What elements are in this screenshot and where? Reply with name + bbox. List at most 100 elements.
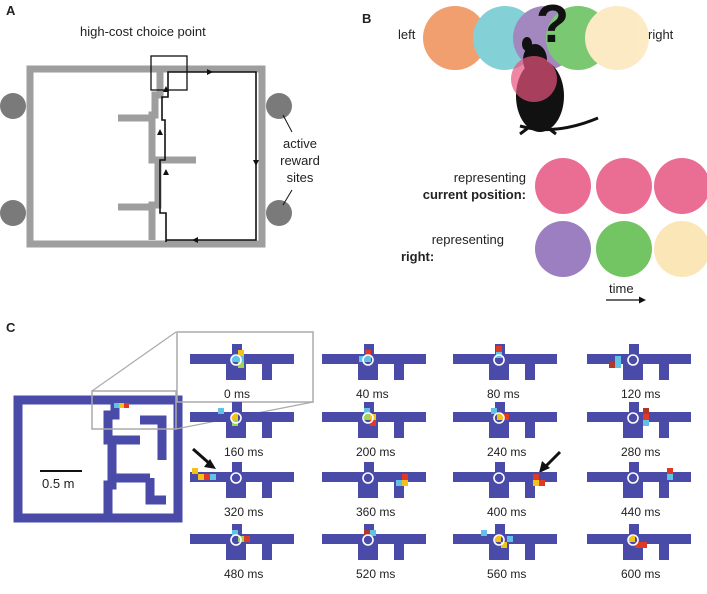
frame-track (587, 472, 691, 498)
overview-stub-2 (112, 473, 166, 505)
reward-site-left-top (0, 93, 26, 119)
frame-stem (364, 462, 374, 474)
arrow-right (253, 160, 259, 166)
frame-time-label: 600 ms (621, 567, 661, 581)
frame-stem (495, 402, 505, 414)
frame-map-12 (190, 524, 294, 560)
frame-time-label: 360 ms (356, 505, 396, 519)
decoded-cell (365, 350, 371, 356)
actual-position-marker (627, 412, 639, 424)
frame-track (587, 412, 691, 438)
overview-hot-1 (119, 403, 124, 408)
frame-stem (629, 524, 639, 536)
reward-label: active reward sites (270, 135, 330, 186)
arrow-stem-1 (163, 169, 169, 175)
panel-a-letter: A (6, 3, 16, 18)
reward-label-line-3: sites (286, 170, 314, 185)
current-position-circle (511, 56, 557, 102)
frame-stem (629, 344, 639, 356)
frame-map-10 (453, 462, 557, 498)
reward-pointer-2 (282, 189, 293, 206)
arrow-bottom (192, 237, 198, 243)
frame-time-label: 80 ms (487, 387, 520, 401)
row2-label-line-2: right: (401, 249, 435, 264)
current-pos-circle-2 (596, 158, 652, 214)
decoded-cell (210, 474, 216, 480)
decoded-cell (204, 474, 210, 480)
frame-map-9 (322, 462, 426, 498)
question-mark-icon: ? (536, 0, 569, 54)
overview-stem (103, 400, 120, 518)
overview-highlight-box (91, 390, 177, 430)
zoom-frame (176, 331, 314, 403)
frame-track (453, 472, 557, 498)
frame-time-label: 40 ms (356, 387, 389, 401)
right-rep-circle-2 (596, 221, 652, 277)
overview-hot-2 (124, 403, 129, 408)
row1-label-line-2: current position: (422, 187, 526, 202)
decoded-cell (533, 474, 539, 480)
arrow-top (207, 69, 213, 75)
frame-stem (232, 402, 242, 414)
decoded-cell (238, 362, 244, 368)
actual-position-marker (627, 472, 639, 484)
decoded-cell (495, 536, 501, 542)
reward-label-line-1: active (283, 136, 317, 151)
trajectory-line (159, 71, 257, 242)
time-label: time (609, 281, 634, 296)
actual-position-marker (230, 472, 242, 484)
decoded-cell (364, 530, 370, 536)
decoded-cell (635, 542, 641, 548)
arrow-320ms-head (204, 459, 216, 469)
decoded-cell (643, 420, 649, 426)
arrow-400ms-head (539, 461, 550, 473)
decoded-cell (496, 346, 502, 352)
decoded-cell (497, 414, 503, 420)
decoded-cell (365, 356, 371, 362)
decoded-cell (370, 530, 376, 536)
decoded-cell (232, 356, 238, 362)
decoded-cell (641, 542, 647, 548)
decoded-cell (491, 408, 497, 414)
frame-time-label: 0 ms (224, 387, 251, 401)
decoded-cell (359, 356, 365, 362)
choice-point-box (150, 55, 188, 91)
frame-track (453, 412, 557, 438)
reward-site-left-bottom (0, 200, 26, 226)
actual-position-marker (230, 534, 242, 546)
decoded-cell (232, 530, 238, 536)
decoded-cell (615, 356, 621, 362)
left-label: left (398, 27, 416, 42)
decoded-cell (643, 414, 649, 420)
row1-label-line-1: representing (453, 170, 526, 185)
decoded-cell (507, 536, 513, 542)
actual-position-marker (362, 354, 374, 366)
decoded-cell (539, 480, 545, 486)
decoded-cell (396, 480, 402, 486)
frame-map-6 (453, 402, 557, 438)
actual-position-marker (493, 412, 505, 424)
frame-map-1 (322, 344, 426, 380)
scale-label: 0.5 m (40, 476, 77, 491)
frame-track (190, 534, 294, 560)
reward-label-line-2: reward (280, 153, 320, 168)
decoded-cell (192, 468, 198, 474)
maze-outer-track (26, 65, 266, 248)
frame-stem (495, 462, 505, 474)
overview-outer-track (13, 395, 183, 523)
frame-track (190, 412, 294, 438)
row2-label-line-1: representing (431, 232, 504, 247)
choice-point-label: high-cost choice point (80, 24, 206, 39)
actual-position-marker (627, 354, 639, 366)
frame-track (322, 354, 426, 380)
decoded-cell (370, 420, 376, 426)
frame-time-label: 200 ms (356, 445, 396, 459)
frame-map-11 (587, 462, 691, 498)
position-circle-cream (585, 6, 649, 70)
actual-position-marker (493, 354, 505, 366)
reward-site-right-top (266, 93, 292, 119)
decoded-cell (364, 414, 370, 420)
